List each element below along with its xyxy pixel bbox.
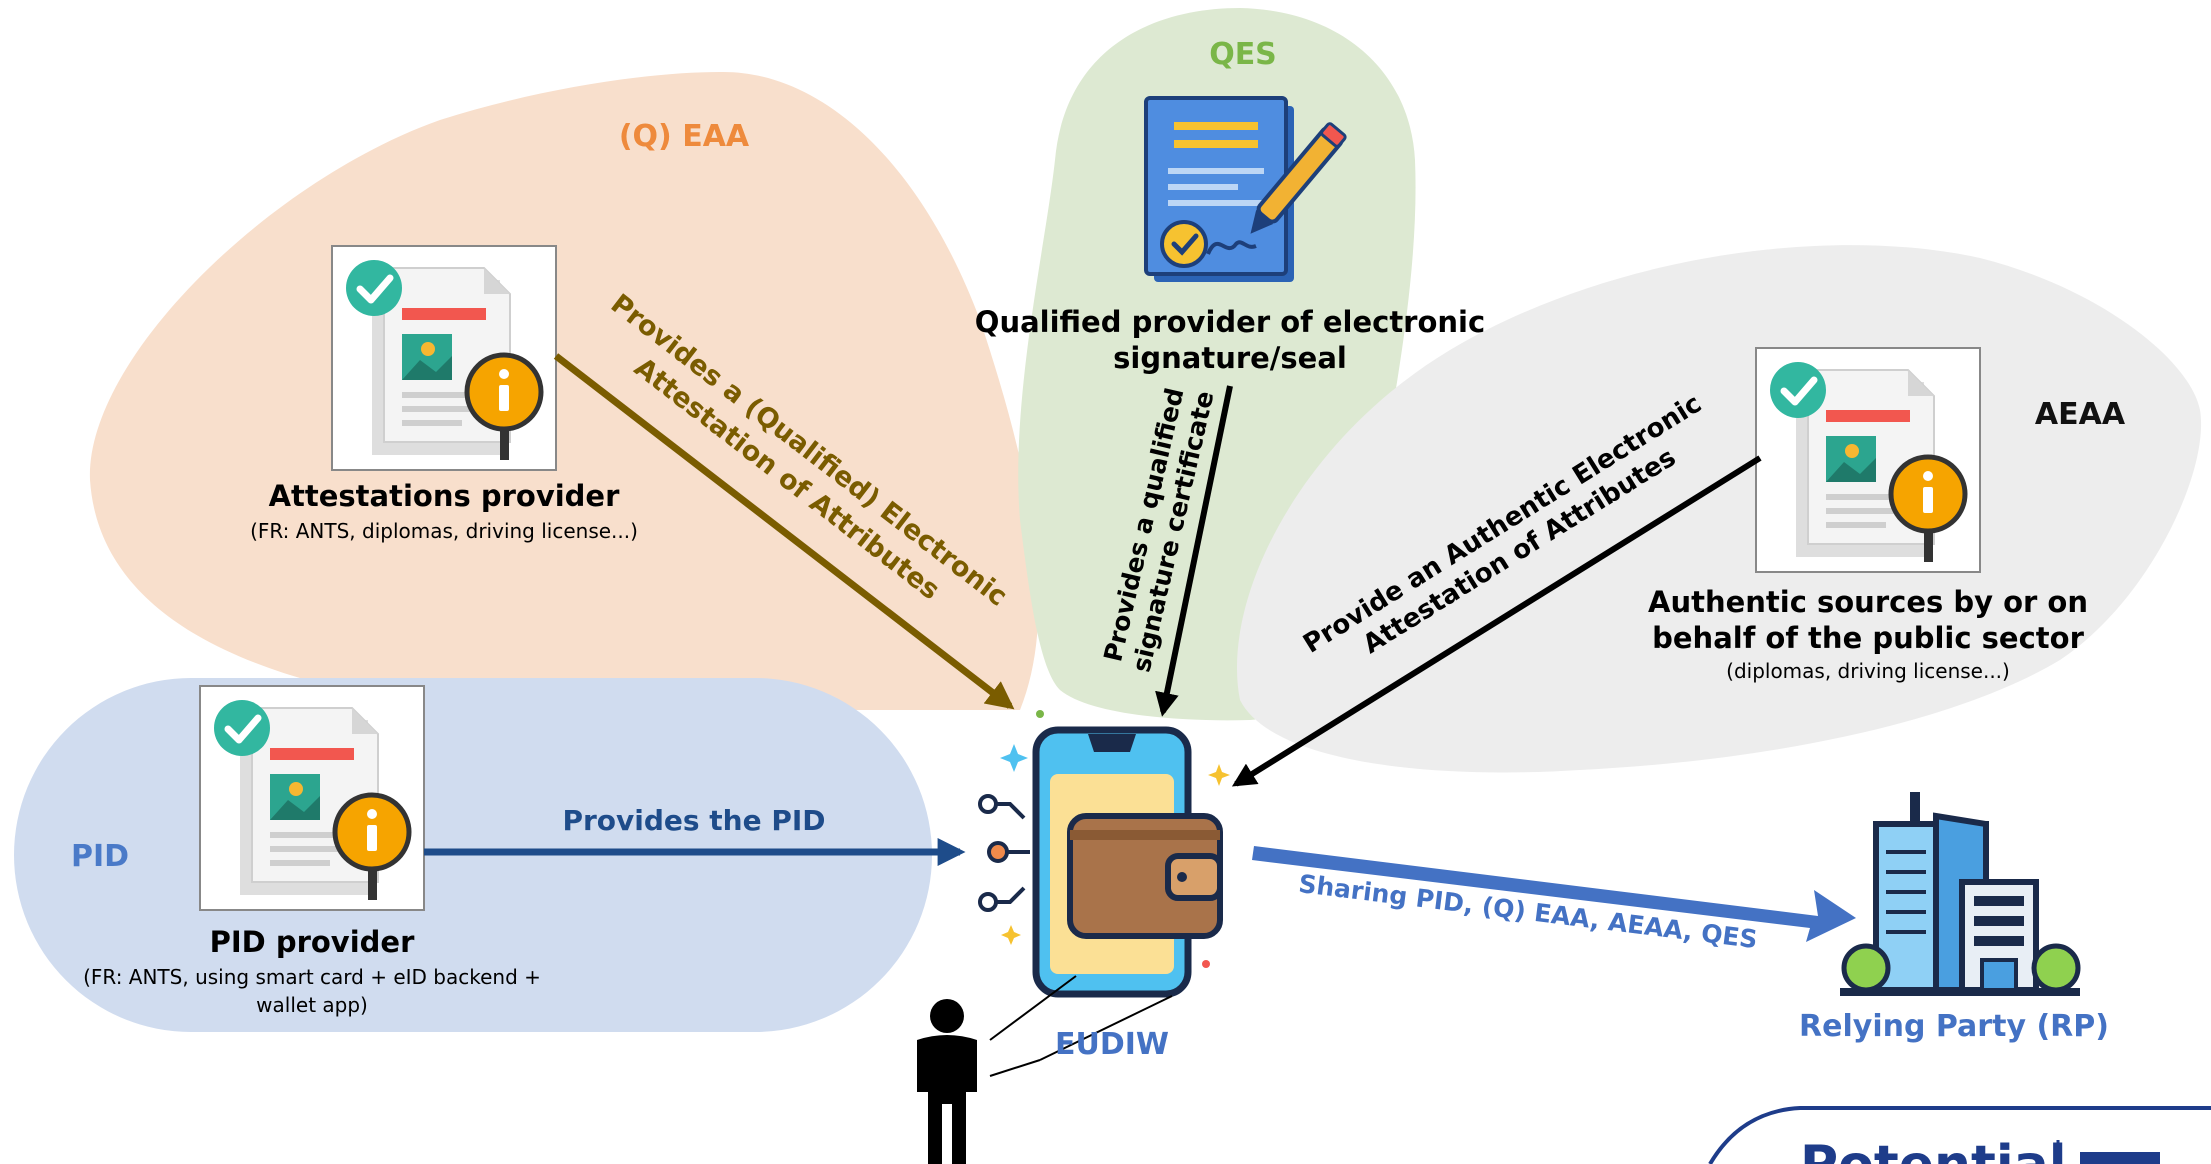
person-link-line [989,1059,1041,1077]
authentic-sources-title-line1: Authentic sources by or on [1648,585,2088,619]
qes-zone-label: QES [1209,37,1277,72]
eaa-zone [89,71,1039,711]
qes-arrow [1155,385,1233,717]
qes-provider-title-line1: Qualified provider of electronic [975,305,1485,339]
authentic-sources-title-line2: behalf of the public sector [1652,621,2084,655]
pid-provider-subtitle-line2: wallet app) [256,993,368,1017]
relying-party-label: Relying Party (RP) [1799,1009,2109,1044]
eaa-zone-label: (Q) EAA [619,119,750,154]
logo-frame [1708,1106,2211,1164]
document-attestation-icon [332,246,556,470]
person-link-line [989,975,1077,1041]
authentic-sources-subtitle: (diplomas, driving license...) [1726,659,2010,683]
attestations-provider-title: Attestations provider [269,479,621,513]
document-authentic-icon [1756,348,1980,572]
eudiw-label: EUDIW [1055,1027,1169,1062]
pid-provider-title: PID provider [210,925,415,959]
eudiw-link-line [1039,995,1173,1061]
building-icon [1840,792,2081,996]
signed-contract-icon [1144,96,1347,282]
share-arrow [1252,846,1856,942]
connector-icon [978,794,1030,912]
smartphone-wallet-icon [1032,726,1223,998]
logo-flag-icon [2080,1152,2160,1164]
pid-zone-label: PID [71,839,129,874]
person-icon [917,999,977,1164]
logo-text: Potential [1800,1135,2067,1164]
eaa-arrow [553,353,1015,710]
attestations-provider-subtitle: (FR: ANTS, diplomas, driving license...) [250,519,638,543]
sparkle-icon [1000,710,1230,968]
qes-provider-title-line2: signature/seal [1113,341,1347,375]
pid-provider-subtitle-line1: (FR: ANTS, using smart card + eID backen… [83,965,541,989]
document-pid-icon [200,686,424,910]
pid-arrow-label: Provides the PID [562,804,825,837]
aeaa-zone-label: AEAA [2035,397,2126,432]
aeaa-arrow [1231,455,1762,787]
